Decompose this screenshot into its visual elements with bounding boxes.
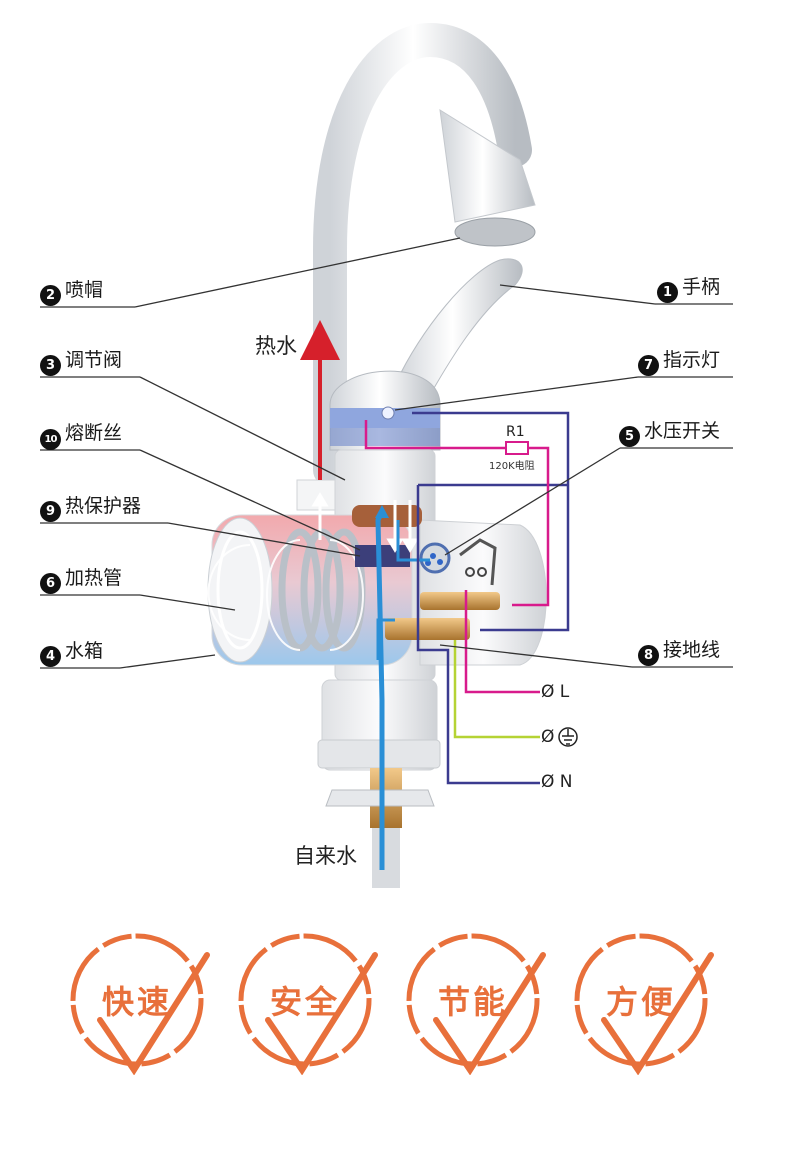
resistor-r1 [505,441,529,455]
badge-safe: 安全 [230,925,380,1076]
neutral-wire [412,411,570,632]
spout-arc [313,22,532,487]
badge-energy-saving: 节能 [398,925,548,1076]
ground-symbol-icon [558,727,578,747]
resistor-name: R1 [506,424,525,440]
badge-convenient: 方便 [566,925,716,1076]
handle-lever [394,258,523,396]
badge-ring-icon [406,933,546,1076]
terminal-ground: Ø [541,727,555,747]
spout-head [439,109,536,223]
terminal-live: Ø L [541,682,570,702]
hot-water-label: 热水 [255,334,297,358]
resistor-value: 120K电阻 [489,461,535,472]
badge-ring-icon [70,933,210,1076]
badge-ring-icon [238,933,378,1076]
badge-ring-icon [574,933,714,1076]
ground-wire [453,640,540,739]
indicator-light [381,406,395,420]
brass-terminal-lower [385,618,470,640]
brass-terminal-upper [420,592,500,610]
badge-fast: 快速 [62,925,212,1076]
terminal-neutral: Ø N [541,772,573,792]
supply-hose [372,828,400,888]
tap-water-label: 自来水 [294,844,357,868]
aerator-nozzle [454,217,536,247]
thermal-protector [355,545,410,567]
live-wire [364,420,550,607]
